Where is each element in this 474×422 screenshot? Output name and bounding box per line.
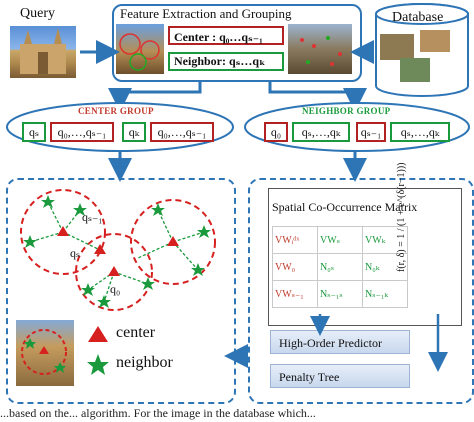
- neighbor-group-title: NEIGHBOR GROUP: [302, 106, 391, 116]
- center-item-qk: qₖ: [122, 122, 146, 142]
- center-item-q0-qs1: q₀,…,qₛ₋₁: [50, 122, 114, 142]
- database-label: Database: [392, 10, 444, 25]
- spatial-diagram: [20, 189, 216, 311]
- query-image: [10, 26, 76, 78]
- neighbor-item-qs-qk-b: qₛ,…,qₖ: [390, 122, 450, 142]
- cell-2-2: Nₛ₋₁ₖ: [362, 280, 408, 308]
- legend-neighbor-label: neighbor: [116, 354, 173, 371]
- cell-2-1: Nₛ₋₁ₛ: [317, 280, 363, 308]
- neighbor-item-qs-qk: qₛ,…,qₖ: [292, 122, 350, 142]
- feature-left-image: [116, 24, 164, 74]
- center-box: Center : q₀…qₛ₋₁: [168, 26, 284, 45]
- legend-center-label: center: [116, 324, 156, 341]
- neighbor-star-icon: [87, 354, 109, 375]
- neighbor-item-q0: q₀: [264, 122, 288, 142]
- matrix-panel: [248, 178, 474, 404]
- feature-points-right: [300, 36, 342, 66]
- cell-0-1: VWₛ: [317, 226, 363, 254]
- center-item-qs: qₛ: [22, 122, 46, 142]
- center-triangle-icon: [88, 326, 108, 342]
- center-group-title: CENTER GROUP: [78, 106, 154, 116]
- feature-extraction-title: Feature Extraction and Grouping: [120, 6, 292, 21]
- neighbor-box: Neighbor: qₛ…qₖ: [168, 52, 284, 71]
- label-qs1: qₛ₋₁: [82, 210, 103, 224]
- legend-image-overlay: [21, 329, 67, 375]
- cathedral-picture: [20, 28, 66, 74]
- label-q0: q₀: [110, 282, 121, 296]
- query-label: Query: [20, 6, 55, 21]
- cell-0-0: VWᵢᵈˣ: [272, 226, 318, 254]
- neighbor-item-qs1: qₛ₋₁: [356, 122, 386, 142]
- label-qs: qₛ: [70, 246, 81, 260]
- cell-1-2: N₀ₖ: [362, 253, 408, 281]
- legend-markers: [87, 326, 109, 375]
- caption-fragment: ...based on the... algorithm. For the im…: [0, 406, 316, 420]
- matrix-title: Spatial Co-Occurrence Matrix: [272, 200, 418, 214]
- co-occurrence-matrix: VWᵢᵈˣ VWₛ VWₖ VW₀ N₀ₛ N₀ₖ VWₛ₋₁ Nₛ₋₁ₛ Nₛ…: [272, 226, 408, 308]
- feature-points-left: [119, 33, 160, 71]
- predictor-box: High-Order Predictor: [270, 330, 410, 354]
- penalty-box: Penalty Tree: [270, 364, 410, 388]
- legend-image: [16, 320, 74, 386]
- database-cylinder: [375, 3, 469, 97]
- spatial-diagram-panel: [6, 178, 236, 404]
- feature-right-image: [288, 24, 352, 74]
- center-item-q0-qs1-b: q₀,…,qₛ₋₁: [150, 122, 214, 142]
- cell-2-0: VWₛ₋₁: [272, 280, 318, 308]
